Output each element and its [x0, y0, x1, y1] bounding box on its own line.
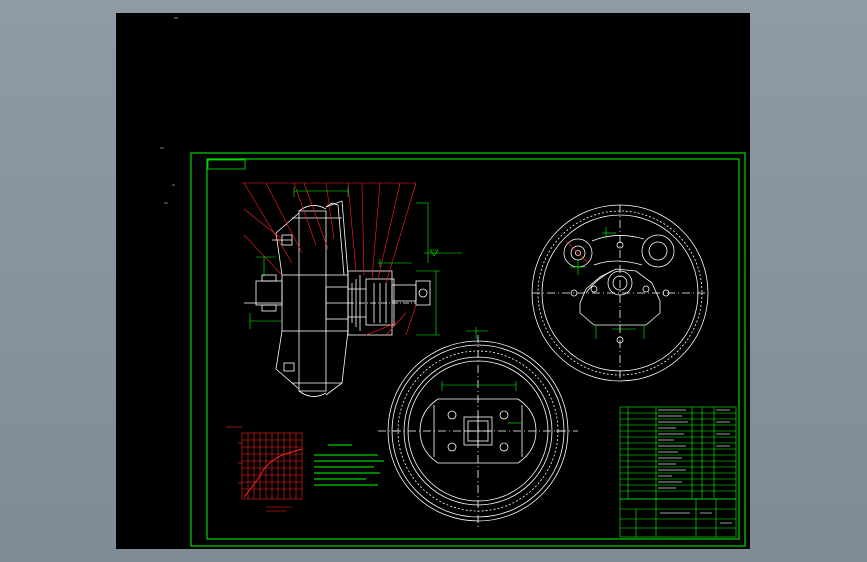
technical-notes: [314, 444, 384, 486]
cad-drawing[interactable]: [116, 13, 750, 549]
outer-frame: [190, 152, 746, 547]
cad-viewport[interactable]: [116, 13, 750, 549]
parts-list-text: [658, 409, 732, 524]
frame-code-box: [207, 159, 246, 170]
rear-view: [531, 204, 709, 382]
section-dimensions: [249, 187, 462, 336]
title-block: [619, 498, 737, 538]
section-view: [244, 200, 431, 397]
front-view: [378, 335, 578, 527]
parts-list: [619, 406, 737, 500]
section-leaders: [242, 182, 417, 336]
performance-graph: [226, 426, 303, 512]
rear-view-dimensions: [570, 227, 645, 339]
stray-marks: [160, 17, 178, 204]
inner-frame: [206, 158, 740, 540]
rear-view-leaders: [565, 240, 589, 264]
front-view-dimensions: [441, 327, 522, 424]
